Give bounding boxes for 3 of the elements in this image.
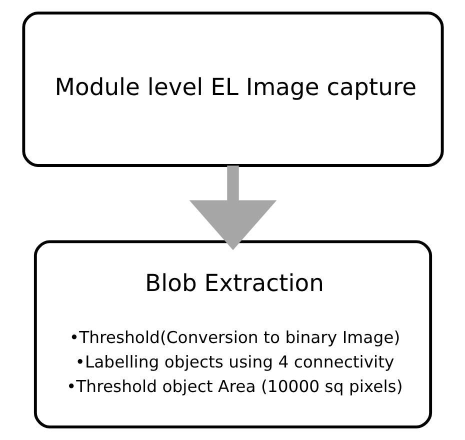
node-box: Blob Extraction •Threshold(Conversion to binary Image) •Labelling objects using 4 connectivity •Threshold object Area (10000 sq pixels) [33,240,432,428]
node-box: Module level EL Image capture [22,12,444,167]
arrow [188,166,276,250]
